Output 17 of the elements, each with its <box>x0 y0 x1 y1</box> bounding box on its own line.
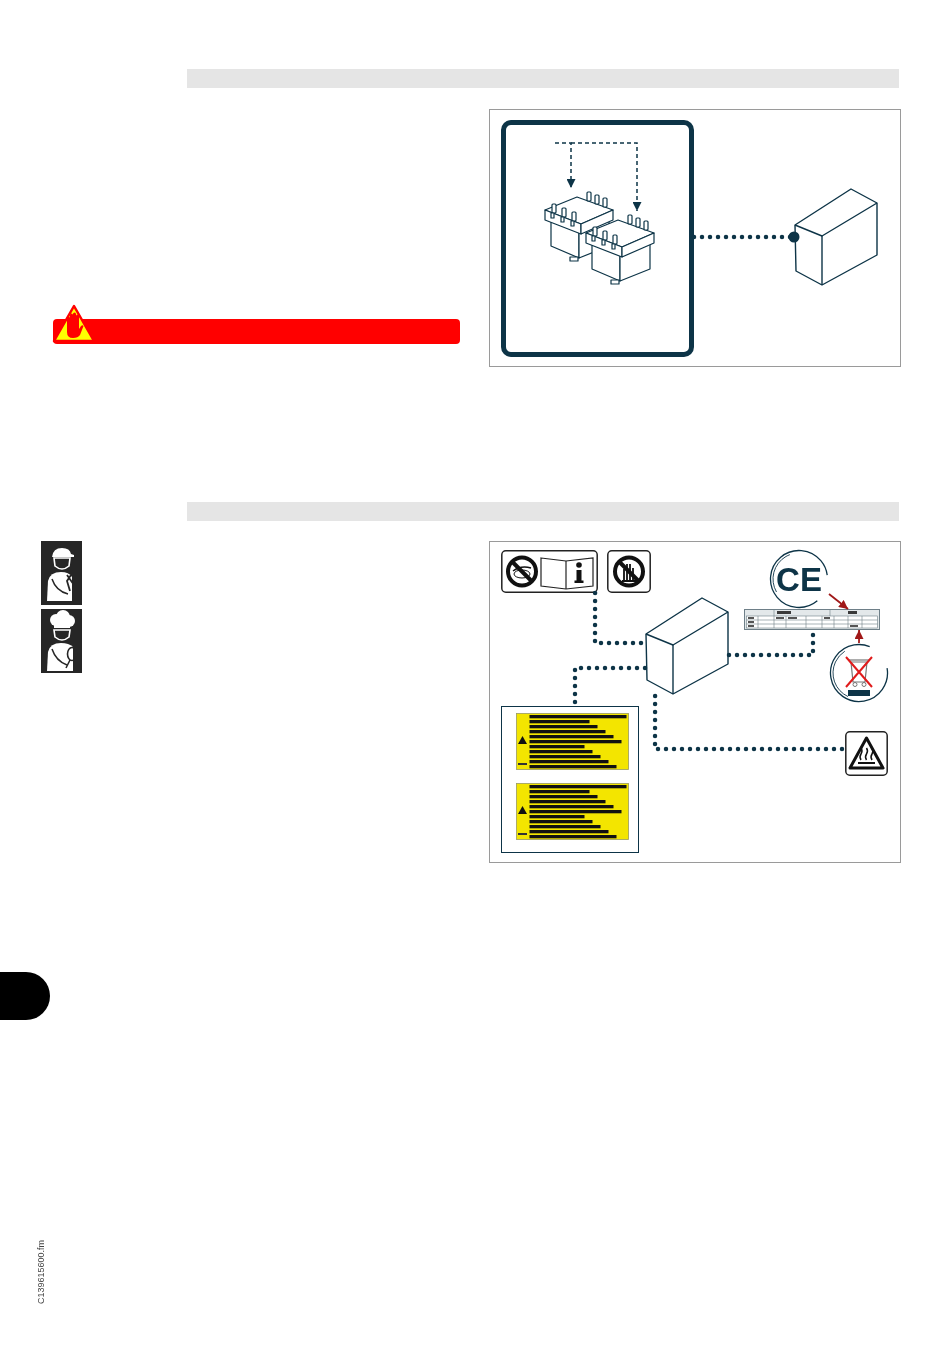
file-name: C139615600.fm <box>37 1240 46 1305</box>
component-panel <box>501 120 694 357</box>
prohibition-sign <box>607 550 651 593</box>
relay-picture <box>584 211 656 285</box>
arrow <box>854 629 864 644</box>
ce-mark: CE <box>769 549 829 609</box>
dotted-connector-line <box>691 231 800 243</box>
rating-plate-picture <box>744 609 880 630</box>
prohibition-and-manual-sign <box>501 550 598 593</box>
hot-surface-warning-sign <box>845 731 888 776</box>
appliance-picture <box>794 187 878 287</box>
dashed-arrow <box>554 142 576 189</box>
warning-labels-panel <box>501 706 639 853</box>
crossed-bin-symbol <box>829 643 889 703</box>
arrow <box>828 593 849 610</box>
dashed-arrow <box>570 142 642 212</box>
appliance-picture <box>645 596 729 696</box>
